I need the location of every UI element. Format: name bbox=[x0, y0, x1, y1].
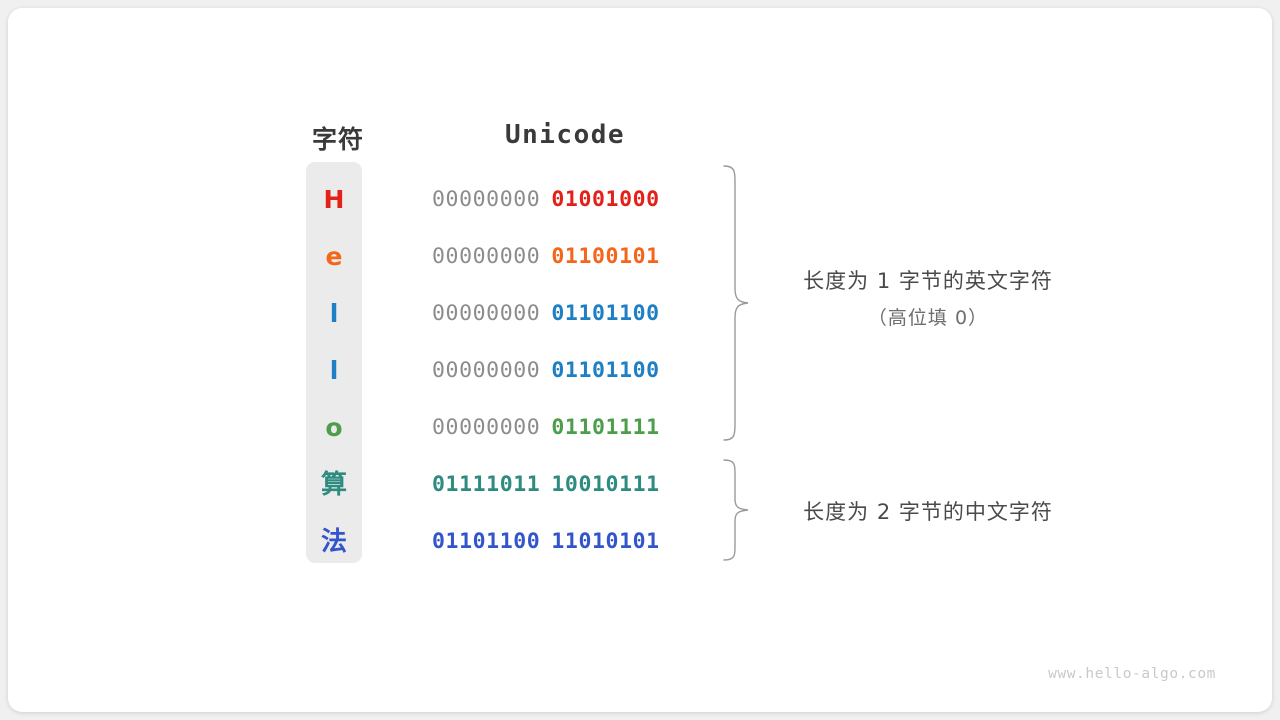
column-header-character: 字符 bbox=[311, 126, 364, 154]
binary-row: 00000000 01100101 bbox=[432, 240, 698, 274]
binary-row: 01111011 10010111 bbox=[432, 468, 698, 502]
character-cell: e bbox=[325, 242, 343, 271]
character-cell: 算 bbox=[320, 470, 347, 500]
character-column-background bbox=[306, 162, 362, 563]
character-cell: l bbox=[329, 299, 339, 328]
binary-row: 00000000 01101100 bbox=[432, 297, 698, 331]
annotation-one-byte-line1: 长度为 1 字节的英文字符 bbox=[803, 269, 1053, 293]
high-byte: 01111011 bbox=[432, 472, 541, 497]
low-byte: 01101100 bbox=[551, 358, 660, 383]
low-byte: 01001000 bbox=[551, 187, 660, 212]
high-byte: 01101100 bbox=[432, 529, 541, 554]
brace-one-byte-icon bbox=[723, 165, 749, 441]
binary-row: 00000000 01001000 bbox=[432, 183, 698, 217]
character-cell: l bbox=[329, 356, 339, 385]
low-byte: 11010101 bbox=[551, 529, 660, 554]
annotation-one-byte: 长度为 1 字节的英文字符 （高位填 0） bbox=[778, 265, 1078, 330]
diagram-stage: 字符 Unicode H e l l o 算 法 00000000 0100100… bbox=[8, 8, 1272, 712]
high-byte: 00000000 bbox=[432, 244, 541, 269]
binary-row: 00000000 01101100 bbox=[432, 354, 698, 388]
binary-row: 01101100 11010101 bbox=[432, 525, 698, 559]
high-byte: 00000000 bbox=[432, 358, 541, 383]
character-cell: 法 bbox=[320, 527, 347, 557]
low-byte: 10010111 bbox=[551, 472, 660, 497]
character-cell: o bbox=[325, 413, 343, 442]
watermark: www.hello-algo.com bbox=[1048, 666, 1216, 682]
annotation-one-byte-line2: （高位填 0） bbox=[867, 307, 989, 329]
high-byte: 00000000 bbox=[432, 301, 541, 326]
low-byte: 01101100 bbox=[551, 301, 660, 326]
diagram-card: 字符 Unicode H e l l o 算 法 00000000 0100100… bbox=[8, 8, 1272, 712]
annotation-two-byte-line1: 长度为 2 字节的中文字符 bbox=[803, 500, 1053, 524]
high-byte: 00000000 bbox=[432, 187, 541, 212]
low-byte: 01100101 bbox=[551, 244, 660, 269]
character-cell: H bbox=[323, 185, 345, 214]
column-header-unicode: Unicode bbox=[504, 120, 626, 150]
low-byte: 01101111 bbox=[551, 415, 660, 440]
binary-row: 00000000 01101111 bbox=[432, 411, 698, 445]
high-byte: 00000000 bbox=[432, 415, 541, 440]
annotation-two-byte: 长度为 2 字节的中文字符 bbox=[778, 496, 1078, 526]
brace-two-byte-icon bbox=[723, 459, 749, 561]
